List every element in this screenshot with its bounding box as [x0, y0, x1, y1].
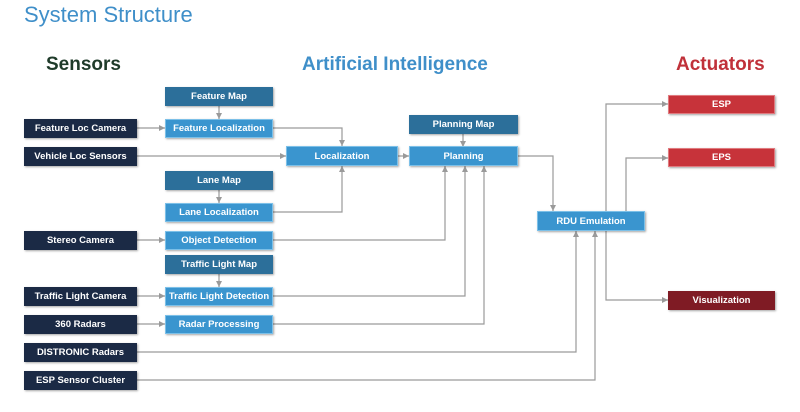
edge-object-planning — [273, 166, 448, 241]
edge-rdu-visualization — [605, 231, 668, 303]
sensors-header: Sensors — [46, 54, 121, 75]
ai-header: Artificial Intelligence — [302, 54, 488, 75]
ai-planning: Planning — [409, 146, 518, 166]
sensor-traffic-light-camera: Traffic Light Camera — [24, 287, 137, 306]
actuator-esp: ESP — [668, 95, 775, 114]
ai-object-detection: Object Detection — [165, 231, 273, 250]
edge-rdu-esp — [605, 101, 668, 211]
ai-feature-localization: Feature Localization — [165, 119, 273, 138]
ai-rdu-emulation: RDU Emulation — [537, 211, 645, 231]
page-title: System Structure — [24, 2, 193, 27]
sensor-stereo-camera: Stereo Camera — [24, 231, 137, 250]
edge-espcluster-rdu — [137, 231, 598, 381]
sensor-esp-sensor-cluster: ESP Sensor Cluster — [24, 371, 137, 390]
edge-rdu-eps — [625, 155, 668, 211]
ai-radar-processing: Radar Processing — [165, 315, 273, 334]
edge-tldetect-planning — [273, 166, 468, 297]
sensor-distronic-radars: DISTRONIC Radars — [24, 343, 137, 362]
actuators-header: Actuators — [676, 54, 765, 75]
actuator-eps: EPS — [668, 148, 775, 167]
ai-feature-map: Feature Map — [165, 87, 273, 106]
edge-planning-rdu — [518, 155, 556, 211]
sensor-360-radars: 360 Radars — [24, 315, 137, 334]
edge-featureloc-localization — [273, 127, 345, 146]
edge-distronic-rdu — [137, 231, 579, 353]
sensor-vehicle-loc-sensors: Vehicle Loc Sensors — [24, 147, 137, 166]
ai-lane-localization: Lane Localization — [165, 203, 273, 222]
edge-radarproc-planning — [273, 166, 487, 325]
actuator-visualization: Visualization — [668, 291, 775, 310]
ai-lane-map: Lane Map — [165, 171, 273, 190]
ai-localization: Localization — [286, 146, 398, 166]
ai-traffic-light-map: Traffic Light Map — [165, 255, 273, 274]
sensor-feature-loc-camera: Feature Loc Camera — [24, 119, 137, 138]
ai-planning-map: Planning Map — [409, 115, 518, 134]
edge-laneloc-localization — [273, 166, 345, 213]
ai-traffic-light-detection: Traffic Light Detection — [165, 287, 273, 306]
